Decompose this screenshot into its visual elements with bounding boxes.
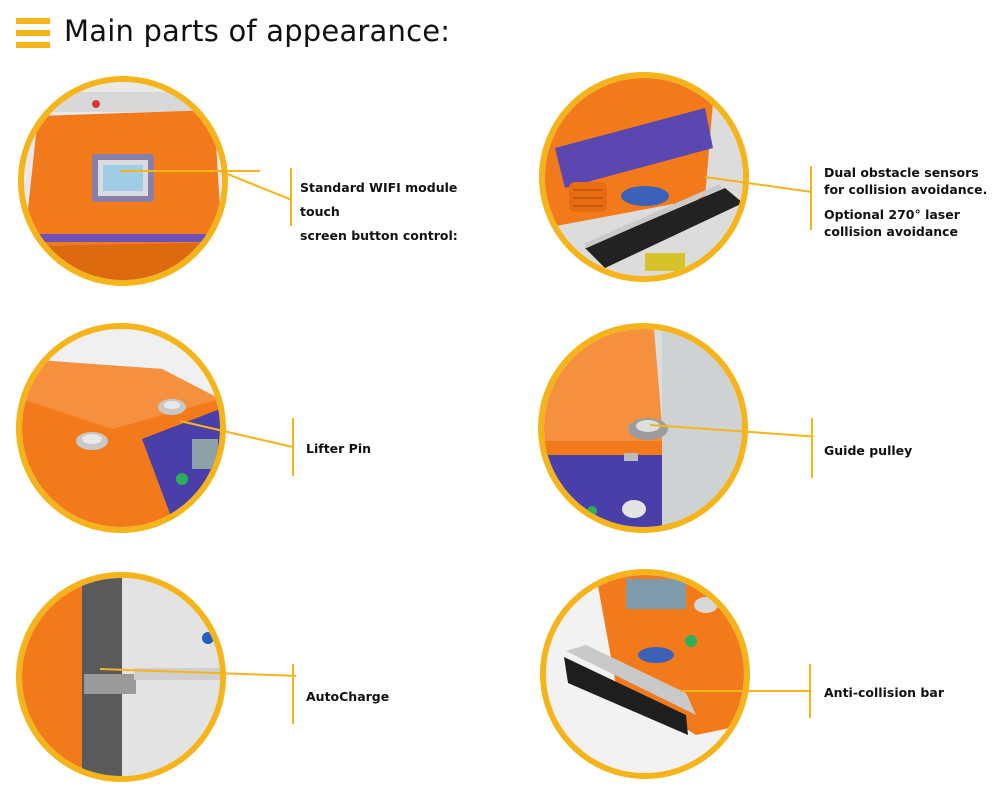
touch-screen-label: Standard WIFI module touch screen button… <box>300 180 458 243</box>
hamburger-menu-icon <box>16 18 50 48</box>
leader-line <box>120 170 260 172</box>
touch-screen-photo <box>18 76 228 286</box>
label-tick <box>811 418 813 478</box>
label-tick <box>810 166 812 230</box>
leader-line <box>219 170 291 201</box>
label-tick <box>809 664 811 718</box>
obstacle-sensors-label: Dual obstacle sensors for collision avoi… <box>824 165 988 239</box>
autocharge-label: AutoCharge <box>306 689 390 704</box>
anti-collision-photo <box>540 569 750 779</box>
anti-collision-label: Anti-collision bar <box>824 685 944 700</box>
page-title: Main parts of appearance: <box>64 14 451 48</box>
autocharge-photo <box>16 572 226 782</box>
leader-line <box>680 690 810 692</box>
lifter-pin-label: Lifter Pin <box>306 441 372 456</box>
label-tick <box>292 664 294 724</box>
lifter-pin-photo <box>16 323 226 533</box>
label-tick <box>290 168 292 226</box>
label-tick <box>292 418 294 476</box>
guide-pulley-label: Guide pulley <box>824 443 913 458</box>
